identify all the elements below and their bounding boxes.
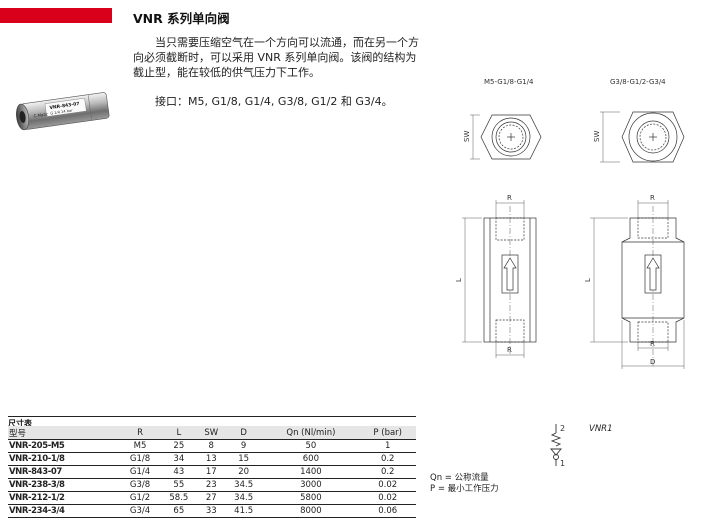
table-cell: 25 [160, 439, 198, 453]
table-cell: 55 [160, 478, 198, 492]
technical-drawing: M5-G1/8-G1/4 G3/8-G1/2-G3/4 SW SW R R L … [455, 78, 685, 369]
cell-model: VNR-212-1/2 [8, 491, 120, 505]
drawing-title-left: M5-G1/8-G1/4 [484, 78, 534, 86]
cell-model: VNR-843-07 [8, 465, 120, 479]
table-cell: 3000 [262, 478, 360, 492]
table-cell: 0.02 [359, 491, 416, 505]
cell-model: VNR-210-1/8 [8, 452, 120, 466]
cell-model: VNR-238-3/8 [8, 478, 120, 492]
table-cell: G3/4 [119, 504, 161, 518]
table-cell: G3/8 [119, 478, 161, 492]
header-l: L [160, 426, 198, 440]
table-cell: 43 [160, 465, 198, 479]
header-d: D [224, 426, 263, 440]
table-cell: 0.2 [359, 465, 416, 479]
red-header-bar [0, 8, 112, 23]
table-cell: 34.5 [224, 478, 263, 492]
legend: Qn = 公称流量 P = 最小工作压力 [430, 473, 499, 495]
dimension-table: 型号 R L SW D Qn (Nl/min) P (bar) VNR-205-… [8, 426, 416, 518]
photo-label-model: VNR-843-07 [49, 101, 80, 111]
legend-p: P = 最小工作压力 [430, 484, 499, 494]
table-cell: 600 [262, 452, 360, 466]
table-cell: 0.02 [359, 478, 416, 492]
photo-label-spec: G 1/4 14 bar [50, 108, 73, 115]
table-cell: 50 [262, 439, 360, 453]
table-cell: 0.2 [359, 452, 416, 466]
symbol-port-1: 1 [560, 459, 565, 468]
header-model: 型号 [8, 426, 120, 440]
table-cell: 9 [224, 439, 263, 453]
table-cell: 8000 [262, 504, 360, 518]
table-cell: 34 [160, 452, 198, 466]
table-cell: 13 [197, 452, 225, 466]
product-photo: VNR-843-07 G 1/4 14 bar C.Matic [16, 92, 110, 131]
header-r: R [119, 426, 161, 440]
dim-sw-right: SW [593, 131, 601, 142]
dim-sw-left: SW [463, 131, 471, 142]
description: 当只需要压缩空气在一个方向可以流通，而在另一个方向必须截断时，可以采用 VNR … [133, 35, 423, 80]
dim-d-right: D [650, 358, 655, 366]
dim-l-right: L [584, 278, 592, 282]
table-cell: 23 [197, 478, 225, 492]
header-qn: Qn (Nl/min) [262, 426, 360, 440]
ports-text: 接口：M5, G1/8, G1/4, G3/8, G1/2 和 G3/4。 [155, 95, 393, 108]
symbol-port-2: 2 [560, 424, 565, 433]
hex-end-view-left [480, 114, 542, 160]
table-caption: 尺寸表 [8, 419, 32, 428]
table-cell: 1 [359, 439, 416, 453]
dim-r-top-right: R [650, 194, 655, 202]
table-cell: G1/4 [119, 465, 161, 479]
table-cell: 27 [197, 491, 225, 505]
dim-r-bottom-left: R [507, 346, 512, 354]
cell-model: VNR-234-3/4 [8, 504, 120, 518]
hex-end-view-right [621, 111, 685, 163]
dim-r-bottom-right: R [650, 340, 655, 348]
table-cell: 20 [224, 465, 263, 479]
table-cell: 1400 [262, 465, 360, 479]
symbol-code: VNR1 [589, 424, 613, 434]
drawing-title-right: G3/8-G1/2-G3/4 [610, 78, 666, 86]
page-title: VNR 系列单向阀 [133, 11, 230, 26]
dim-l-left: L [455, 278, 463, 282]
photo-brand: C.Matic [33, 111, 49, 118]
header-p: P (bar) [359, 426, 416, 440]
table-header-row: 型号 R L SW D Qn (Nl/min) P (bar) [8, 426, 416, 440]
legend-qn: Qn = 公称流量 [430, 473, 489, 483]
description-text: 当只需要压缩空气在一个方向可以流通，而在另一个方向必须截断时，可以采用 VNR … [133, 36, 419, 79]
cell-model: VNR-205-M5 [8, 439, 120, 453]
table-cell: G1/2 [119, 491, 161, 505]
table-cell: 5800 [262, 491, 360, 505]
table-cell: 34.5 [224, 491, 263, 505]
table-cell: M5 [119, 439, 161, 453]
table-cell: 58.5 [160, 491, 198, 505]
dim-r-top-left: R [507, 194, 512, 202]
table-cell: 17 [197, 465, 225, 479]
table-cell: 0.06 [359, 504, 416, 518]
table-cell: G1/8 [119, 452, 161, 466]
check-valve-symbol: 2 1 [550, 424, 565, 468]
table-cell: 33 [197, 504, 225, 518]
table-cell: 65 [160, 504, 198, 518]
table-cell: 8 [197, 439, 225, 453]
table-cell: 41.5 [224, 504, 263, 518]
table-top-rule [8, 416, 416, 417]
table-cell: 15 [224, 452, 263, 466]
header-sw: SW [197, 426, 225, 440]
